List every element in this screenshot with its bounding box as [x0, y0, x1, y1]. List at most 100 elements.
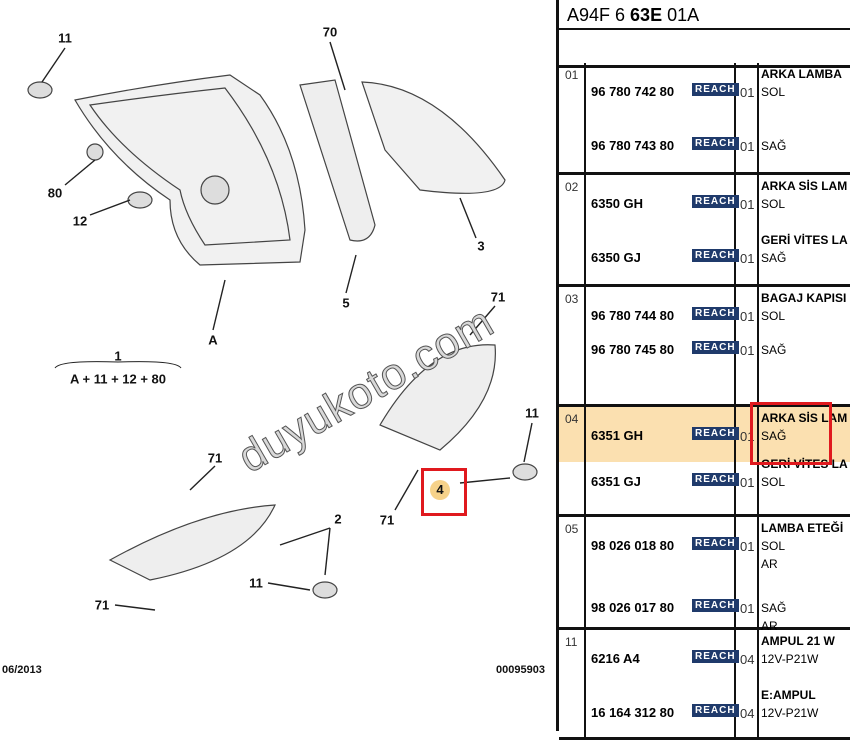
quantity: 01 — [740, 197, 755, 212]
table-row[interactable]: 96 780 743 80 REACH 01 SAĞ — [559, 135, 850, 155]
table-row[interactable]: 6216 A4 REACH 04 AMPUL 21 W 12V-P21W — [559, 634, 850, 668]
part-title: ARKA LAMBA — [761, 67, 842, 81]
part-number[interactable]: 6350 GH — [591, 196, 644, 211]
table-row[interactable]: 96 780 744 80 REACH 01 BAGAJ KAPISI SOL — [559, 291, 850, 325]
table-group: 03 96 780 744 80 REACH 01 BAGAJ KAPISI S… — [559, 287, 850, 407]
diagram-date: 06/2013 — [2, 664, 42, 676]
code-bold: 63E — [630, 5, 663, 25]
part-side: SOL — [761, 85, 786, 99]
part-title: BAGAJ KAPISI — [761, 291, 847, 305]
table-row[interactable]: 6350 GH REACH 01 ARKA SİS LAM SOL — [559, 179, 850, 213]
table-row[interactable]: 96 780 745 80 REACH 01 SAĞ — [559, 339, 850, 359]
trim-2 — [108, 504, 276, 581]
part-number[interactable]: 6216 A4 — [591, 651, 640, 666]
callout-80: 80 — [47, 185, 63, 201]
part-note: AR — [761, 619, 778, 633]
callout-12: 12 — [72, 213, 88, 229]
reach-badge: REACH — [692, 137, 739, 150]
callout-a: A — [208, 332, 218, 348]
part-number[interactable]: 98 026 017 80 — [591, 600, 675, 615]
callout-4: 4 — [430, 480, 450, 500]
table-group: 11 6216 A4 REACH 04 AMPUL 21 W 12V-P21W … — [559, 630, 850, 740]
quantity: 04 — [740, 652, 755, 667]
table-row[interactable]: 6351 GH REACH 01 ARKA SİS LAM SAĞ — [559, 411, 850, 445]
item-number: 03 — [565, 292, 579, 306]
highlight-box-callout — [421, 468, 467, 516]
part-title: GERİ VİTES LA — [761, 233, 848, 247]
code-suffix: 01A — [662, 5, 700, 25]
part-number[interactable]: 96 780 745 80 — [591, 342, 675, 357]
part-side: SOL — [761, 475, 786, 489]
quantity: 01 — [740, 539, 755, 554]
gasket-5 — [299, 79, 376, 242]
part-number[interactable]: 6351 GH — [591, 428, 644, 443]
highlight-box-description — [750, 402, 832, 465]
callout-3: 3 — [477, 238, 485, 254]
table-subheader — [559, 30, 850, 68]
part-side: SAĞ — [761, 429, 787, 443]
quantity: 01 — [740, 139, 755, 154]
part-title: LAMBA ETEĞİ — [761, 521, 844, 535]
callout-71: 71 — [490, 289, 506, 305]
item-number: 05 — [565, 522, 579, 536]
callout-11: 11 — [525, 405, 539, 421]
reach-badge: REACH — [692, 599, 739, 612]
item-number: 02 — [565, 180, 579, 194]
table-row[interactable]: 96 780 742 80 REACH 01 ARKA LAMBA SOL — [559, 67, 850, 101]
part-number[interactable]: 16 164 312 80 — [591, 705, 675, 720]
part-side: SOL — [761, 539, 786, 553]
code-prefix: A94F 6 — [567, 5, 631, 25]
table-row[interactable]: 98 026 017 80 REACH 01 SAĞ AR — [559, 597, 850, 633]
table-group: 02 6350 GH REACH 01 ARKA SİS LAM SOL 635… — [559, 175, 850, 287]
quantity: 01 — [740, 343, 755, 358]
lamp-4 — [379, 344, 496, 451]
rear-lamp-left — [74, 74, 306, 266]
table-row[interactable]: 6350 GJ REACH 01 GERİ VİTES LA SAĞ — [559, 233, 850, 267]
exploded-view-drawing — [27, 41, 538, 611]
item-number: 04 — [565, 412, 579, 426]
part-note: AR — [761, 557, 778, 571]
part-title: ARKA SİS LAM — [761, 179, 848, 193]
reach-badge: REACH — [692, 650, 739, 663]
quantity: 01 — [740, 601, 755, 616]
part-side: 12V-P21W — [761, 706, 819, 720]
lamp-3 — [361, 81, 506, 194]
table-title: A94F 6 63E 01A — [559, 0, 850, 30]
table-group: 04 6351 GH REACH 01 ARKA SİS LAM SAĞ 635… — [559, 407, 850, 517]
part-number[interactable]: 96 780 744 80 — [591, 308, 675, 323]
callout-11: 11 — [249, 575, 263, 591]
part-number[interactable]: 96 780 743 80 — [591, 138, 675, 153]
part-number[interactable]: 98 026 018 80 — [591, 538, 675, 553]
part-title: AMPUL 21 W — [761, 634, 835, 648]
part-number[interactable]: 6351 GJ — [591, 474, 641, 489]
callout-1: 1 — [114, 348, 122, 364]
table-row[interactable]: 98 026 018 80 REACH 01 LAMBA ETEĞİ SOL A… — [559, 521, 850, 571]
part-side: SOL — [761, 197, 786, 211]
item-number: 01 — [565, 68, 579, 82]
callout-71: 71 — [207, 450, 223, 466]
reach-badge: REACH — [692, 195, 739, 208]
part-title: E:AMPUL — [761, 688, 816, 702]
table-group: 01 96 780 742 80 REACH 01 ARKA LAMBA SOL… — [559, 63, 850, 175]
assembly-formula: A + 11 + 12 + 80 — [69, 371, 167, 387]
reach-badge: REACH — [692, 249, 739, 262]
callout-5: 5 — [342, 295, 350, 311]
quantity: 01 — [740, 475, 755, 490]
quantity: 01 — [740, 309, 755, 324]
table-row[interactable]: 6351 GJ REACH 01 GERİ VİTES LA SOL — [559, 457, 850, 491]
reach-badge: REACH — [692, 307, 739, 320]
part-title: ARKA SİS LAM — [761, 411, 848, 425]
reach-badge: REACH — [692, 341, 739, 354]
part-side: SAĞ — [761, 601, 787, 615]
part-side: SAĞ — [761, 343, 787, 357]
part-number[interactable]: 96 780 742 80 — [591, 84, 675, 99]
parts-table: A94F 6 63E 01A 01 96 780 742 80 REACH 01… — [556, 0, 850, 740]
table-row[interactable]: 16 164 312 80 REACH 04 E:AMPUL 12V-P21W — [559, 688, 850, 722]
quantity: 04 — [740, 706, 755, 721]
quantity: 01 — [740, 251, 755, 266]
table-group: 05 98 026 018 80 REACH 01 LAMBA ETEĞİ SO… — [559, 517, 850, 633]
part-side: SOL — [761, 309, 786, 323]
reach-badge: REACH — [692, 83, 739, 96]
part-number[interactable]: 6350 GJ — [591, 250, 641, 265]
parts-diagram: 11 70 80 12 3 5 A 71 1 A + 11 + 12 + 80 … — [2, 25, 545, 677]
